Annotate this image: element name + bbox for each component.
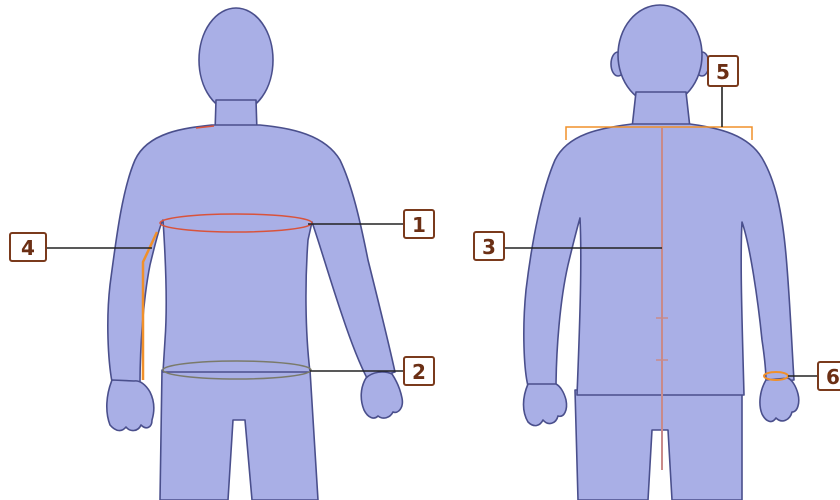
front-right-hand	[361, 372, 402, 418]
front-head	[199, 8, 273, 112]
callout-4-label: 4	[21, 236, 35, 260]
callout-4: 4	[10, 233, 46, 261]
callout-1: 1	[404, 210, 434, 238]
back-neck	[632, 92, 690, 128]
back-head	[618, 5, 702, 105]
callout-5: 5	[708, 56, 738, 86]
callout-6-label: 6	[826, 365, 840, 389]
back-torso	[524, 124, 794, 395]
callout-1-label: 1	[412, 213, 426, 237]
back-right-hand	[760, 378, 799, 421]
callout-6: 6	[818, 362, 840, 390]
callout-3-label: 3	[482, 235, 496, 259]
front-figure	[107, 8, 403, 500]
front-legs	[160, 370, 318, 500]
back-figure	[524, 5, 799, 500]
front-torso	[108, 125, 395, 384]
callout-3: 3	[474, 232, 504, 260]
back-left-hand	[524, 384, 567, 426]
callout-2: 2	[404, 357, 434, 385]
front-left-hand	[107, 380, 154, 431]
back-legs	[575, 390, 742, 500]
callout-2-label: 2	[412, 360, 426, 384]
callout-5-label: 5	[716, 60, 730, 84]
